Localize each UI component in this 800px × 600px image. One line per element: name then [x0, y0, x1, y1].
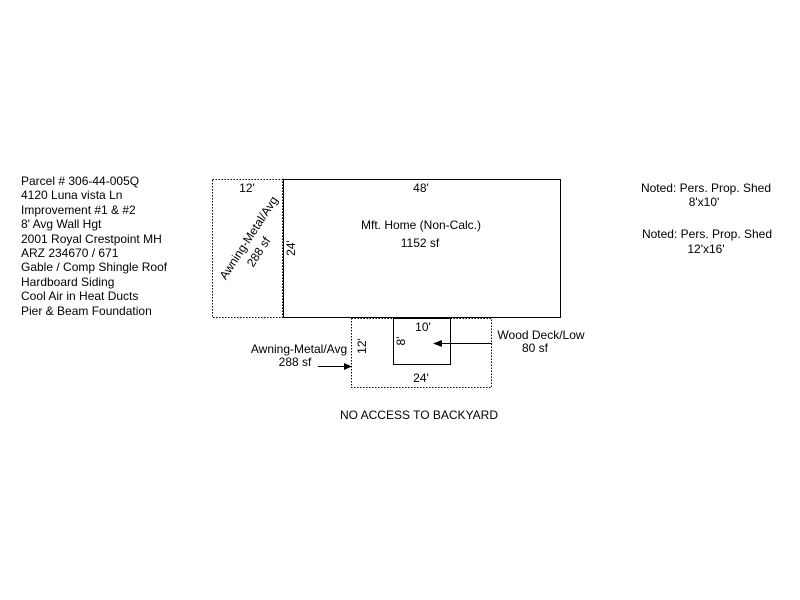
- parcel-improvement: Improvement #1 & #2: [21, 202, 136, 217]
- awning-bottom-area-label: 288 sf: [279, 355, 312, 369]
- awning-bottom-label: Awning-Metal/Avg: [251, 342, 347, 356]
- parcel-hvac: Cool Air in Heat Ducts: [21, 289, 139, 304]
- parcel-arz: ARZ 234670 / 671: [21, 246, 119, 261]
- parcel-info-block: Parcel # 306-44-005Q 4120 Luna vista Ln …: [21, 174, 167, 318]
- home-area-label: 1152 sf: [401, 236, 440, 250]
- home-length-label: 48': [413, 181, 429, 195]
- no-access-note: NO ACCESS TO BACKYARD: [340, 408, 498, 422]
- home-outline: [283, 179, 561, 318]
- shed-note-2-title: Noted: Pers. Prop. Shed: [642, 227, 772, 241]
- deck-width-label: 10': [415, 320, 431, 334]
- parcel-address: 4120 Luna vista Ln: [21, 188, 123, 203]
- parcel-foundation: Pier & Beam Foundation: [21, 303, 152, 318]
- awning-bottom-depth-label: 12': [355, 338, 369, 354]
- deck-depth-label: 8': [394, 337, 408, 346]
- home-width-label: 24': [284, 240, 298, 256]
- awning-left-width-label: 12': [239, 181, 255, 195]
- parcel-roof: Gable / Comp Shingle Roof: [21, 260, 168, 275]
- home-label: Mft. Home (Non-Calc.): [361, 218, 481, 232]
- shed-note-2-size: 12'x16': [687, 242, 724, 256]
- parcel-number: Parcel # 306-44-005Q: [21, 174, 140, 188]
- awning-bottom-pointer-arrowhead: [344, 363, 352, 370]
- deck-label: Wood Deck/Low: [497, 328, 584, 342]
- parcel-siding: Hardboard Siding: [21, 274, 115, 289]
- parcel-model: 2001 Royal Crestpoint MH: [21, 231, 162, 246]
- awning-left-outline: [212, 179, 283, 318]
- deck-pointer-arrowhead: [433, 340, 442, 347]
- deck-outline: [393, 318, 451, 365]
- deck-area-label: 80 sf: [522, 341, 549, 355]
- awning-bottom-length-label: 24': [413, 371, 429, 385]
- shed-note-1-title: Noted: Pers. Prop. Shed: [641, 181, 771, 195]
- parcel-wall-height: 8' Avg Wall Hgt: [21, 217, 102, 232]
- shed-note-1-size: 8'x10': [689, 195, 720, 209]
- awning-left-label: Awning-Metal/Avg: [217, 194, 281, 282]
